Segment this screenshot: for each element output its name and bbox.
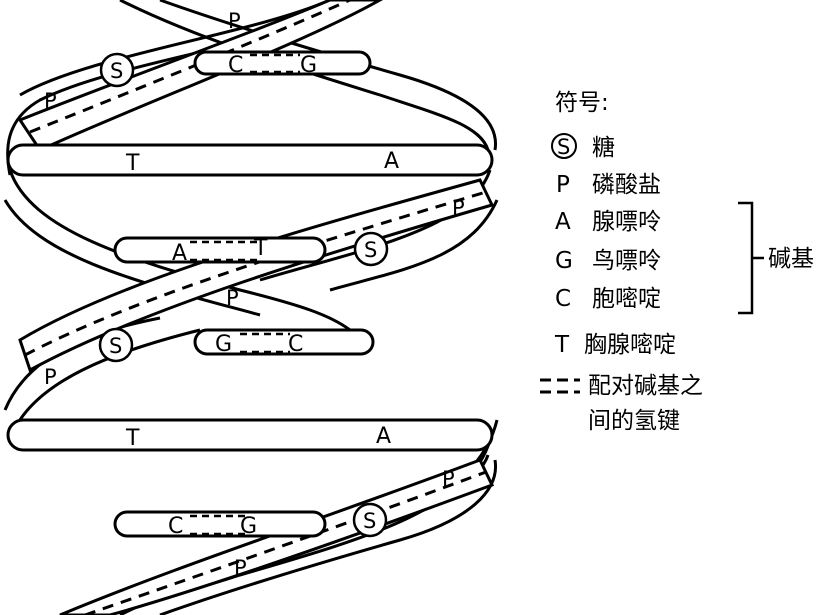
legend: 符号: S 糖 P 磷酸盐 A 腺嘌呤 G 鸟嘌呤 C 胞嘧啶 T 胸腺嘧啶 [540, 90, 814, 434]
legend-item-phosphate: P 磷酸盐 [556, 172, 661, 198]
legend-item-guanine: G 鸟嘌呤 [555, 248, 661, 274]
legend-symbol: C [555, 286, 571, 312]
base-label: A [376, 424, 391, 449]
phosphate-label: P [442, 467, 455, 491]
legend-text: 配对碱基之 [588, 373, 703, 399]
phosphate-label: P [44, 365, 57, 389]
legend-item-sugar: S 糖 [551, 133, 615, 161]
svg-text:S: S [364, 238, 377, 262]
svg-text:S: S [109, 334, 122, 358]
sugar-circle: S [353, 231, 389, 267]
sugar-labels: S S S S [98, 52, 389, 538]
base-label: C [288, 332, 303, 357]
phosphate-label: P [452, 196, 465, 220]
base-labels: C G T A A T G C T A C G [125, 53, 399, 539]
sugar-circle: S [99, 52, 135, 88]
base-bracket: 碱基 [738, 201, 814, 315]
base-label: A [384, 149, 399, 174]
legend-symbol: A [555, 209, 571, 235]
base-label: G [215, 332, 232, 357]
base-label: C [168, 514, 183, 539]
legend-symbol: G [555, 248, 573, 274]
base-label: G [300, 53, 317, 78]
legend-item-thymine: T 胸腺嘧啶 [554, 332, 676, 358]
legend-text: 间的氢键 [588, 408, 680, 434]
base-label: T [125, 151, 140, 176]
sugar-circle: S [352, 502, 388, 538]
legend-item-adenine: A 腺嘌呤 [555, 209, 661, 235]
legend-item-hbond: 配对碱基之 间的氢键 [540, 373, 703, 434]
phosphate-label: P [226, 286, 239, 310]
phosphate-label: P [44, 89, 57, 113]
legend-symbol: S [557, 135, 570, 159]
legend-symbol: P [556, 172, 570, 198]
legend-item-cytosine: C 胞嘧啶 [555, 286, 661, 312]
bracket-label: 碱基 [768, 246, 814, 272]
phosphate-label: P [228, 9, 241, 33]
legend-text: 胞嘧啶 [592, 286, 661, 312]
phosphate-labels: P P P P P P P [44, 9, 465, 580]
base-label: T [253, 236, 268, 261]
legend-title: 符号: [555, 90, 609, 116]
base-label: T [125, 426, 140, 451]
base-pair-bars [6, 50, 494, 538]
sugar-circle: S [98, 327, 134, 363]
phosphate-label: P [234, 556, 247, 580]
legend-text: 磷酸盐 [592, 172, 661, 198]
svg-text:S: S [363, 509, 376, 533]
svg-text:S: S [110, 59, 123, 83]
legend-text: 胸腺嘧啶 [584, 332, 676, 358]
legend-symbol: T [554, 332, 570, 358]
base-label: C [228, 53, 243, 78]
base-label: A [172, 241, 187, 266]
legend-text: 糖 [592, 135, 615, 161]
base-label: G [240, 514, 257, 539]
legend-text: 鸟嘌呤 [592, 248, 661, 274]
legend-text: 腺嘌呤 [592, 209, 661, 235]
